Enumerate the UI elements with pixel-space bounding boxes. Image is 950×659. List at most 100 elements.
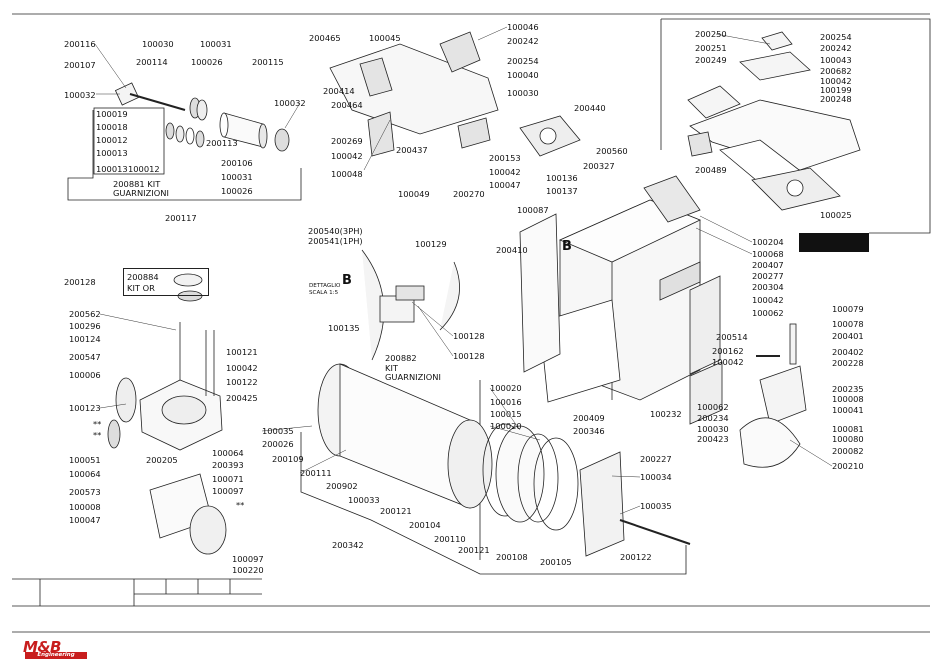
callout-label: 100080 — [832, 434, 864, 444]
callout-label: 100079 — [832, 304, 864, 314]
seal-kit-item: 100012 — [128, 164, 160, 174]
callout-label: 100122 — [226, 377, 258, 387]
callout-label: 100087 — [517, 205, 549, 215]
callout-label: 100006 — [69, 370, 101, 380]
callout-label: 200242 — [507, 36, 539, 46]
callout-label: 200884 — [127, 272, 159, 282]
callout-label: 200304 — [752, 282, 784, 292]
callout-label: 100078 — [832, 319, 864, 329]
callout-label: 200254 — [820, 32, 852, 42]
callout-label: 100025 — [820, 210, 852, 220]
callout-label: 200465 — [309, 33, 341, 43]
callout-label: 200902 — [326, 481, 358, 491]
callout-label: 200104 — [409, 520, 441, 530]
callout-label: 100016 — [490, 397, 522, 407]
callout-label: 200109 — [272, 454, 304, 464]
callout-label: 200514 — [716, 332, 748, 342]
callout-label: 200227 — [640, 454, 672, 464]
callout-label: 100296 — [69, 321, 101, 331]
or-kit-box — [123, 268, 209, 296]
callout-label: 100047 — [69, 515, 101, 525]
callout-label: 200269 — [331, 136, 363, 146]
callout-label: 200682 — [820, 66, 852, 76]
callout-label: 100232 — [650, 409, 682, 419]
callout-label: 100121 — [226, 347, 258, 357]
callout-label: 100046 — [507, 22, 539, 32]
callout-label: 200210 — [832, 461, 864, 471]
callout-label: 100041 — [832, 405, 864, 415]
seal-kit-item: 100013 — [96, 164, 128, 174]
callout-label: 200113 — [206, 138, 238, 148]
callout-label: 100047 — [489, 180, 521, 190]
callout-label: 100026 — [191, 57, 223, 67]
callout-label: 100045 — [369, 33, 401, 43]
callout-label: 200346 — [573, 426, 605, 436]
callout-label: 100042 — [489, 167, 521, 177]
callout-label: 100008 — [832, 394, 864, 404]
callout-label: 200121 — [458, 545, 490, 555]
callout-label: 100043 — [820, 55, 852, 65]
callout-label: 100020 — [490, 383, 522, 393]
callout-label: 100135 — [328, 323, 360, 333]
callout-label: 200248 — [820, 94, 852, 104]
callout-label: 200401 — [832, 331, 864, 341]
callout-label: 200437 — [396, 145, 428, 155]
callout-label: 200573 — [69, 487, 101, 497]
callout-label: 200547 — [69, 352, 101, 362]
callout-label: 200117 — [165, 213, 197, 223]
callout-label: 200153 — [489, 153, 521, 163]
callout-label: 100081 — [832, 424, 864, 434]
detail-letter: B — [342, 273, 352, 288]
callout-label: 200111 — [300, 468, 332, 478]
callout-label: 100030 — [697, 424, 729, 434]
callout-label: 100034 — [640, 472, 672, 482]
callout-label: 100042 — [331, 151, 363, 161]
callout-label: 100137 — [546, 186, 578, 196]
callout-label: 200128 — [64, 277, 96, 287]
callout-label: 200342 — [332, 540, 364, 550]
callout-label: 100071 — [212, 474, 244, 484]
callout-label: 100020 — [490, 421, 522, 431]
callout-label: 100008 — [69, 502, 101, 512]
callout-label: 200082 — [832, 446, 864, 456]
callout-label: 200107 — [64, 60, 96, 70]
callout-label: 200414 — [323, 86, 355, 96]
callout-label: 100032 — [274, 98, 306, 108]
callout-label: 100035 — [640, 501, 672, 511]
callout-label: 100042 — [712, 357, 744, 367]
seal-kit-list: 100019 100018 100012 100013 — [96, 110, 128, 158]
callout-label: 200464 — [331, 100, 363, 110]
callout-label: 200115 — [252, 57, 284, 67]
callout-label: 200254 — [507, 56, 539, 66]
callout-label: 100136 — [546, 173, 578, 183]
callout-label: 100204 — [752, 237, 784, 247]
callout-label: 100033 — [348, 495, 380, 505]
callout-label: 100042 — [226, 363, 258, 373]
callout-label: 200560 — [596, 146, 628, 156]
callout-label: 100030 — [507, 88, 539, 98]
callout-label: 200242 — [820, 43, 852, 53]
callout-label: 100031 — [221, 172, 253, 182]
callout-label: 100026 — [221, 186, 253, 196]
callout-label: 100220 — [232, 565, 264, 575]
callout-label: 100124 — [69, 334, 101, 344]
callout-label: 100051 — [69, 455, 101, 465]
callout-label: 200106 — [221, 158, 253, 168]
callout-label: 100062 — [697, 402, 729, 412]
callout-label: 200234 — [697, 413, 729, 423]
sheet-tab-marker — [799, 233, 869, 252]
callout-label: 200540(3PH) — [308, 226, 363, 236]
callout-label: 100129 — [415, 239, 447, 249]
callout-label: 100035 — [262, 426, 294, 436]
callout-label: 200277 — [752, 271, 784, 281]
gasket-kit-label: KIT — [385, 363, 398, 373]
seal-kit-item: 100019 — [96, 109, 128, 119]
callout-label: 200105 — [540, 557, 572, 567]
seal-kit-item: 100012 — [96, 135, 128, 145]
callout-label: 100032 — [64, 90, 96, 100]
callout-label: 100031 — [200, 39, 232, 49]
company-logo: M&B Engineering — [17, 638, 92, 659]
detail-scale: SCALA 1:5 — [309, 290, 339, 296]
callout-label: 100042 — [820, 76, 852, 86]
callout-label: 200327 — [583, 161, 615, 171]
